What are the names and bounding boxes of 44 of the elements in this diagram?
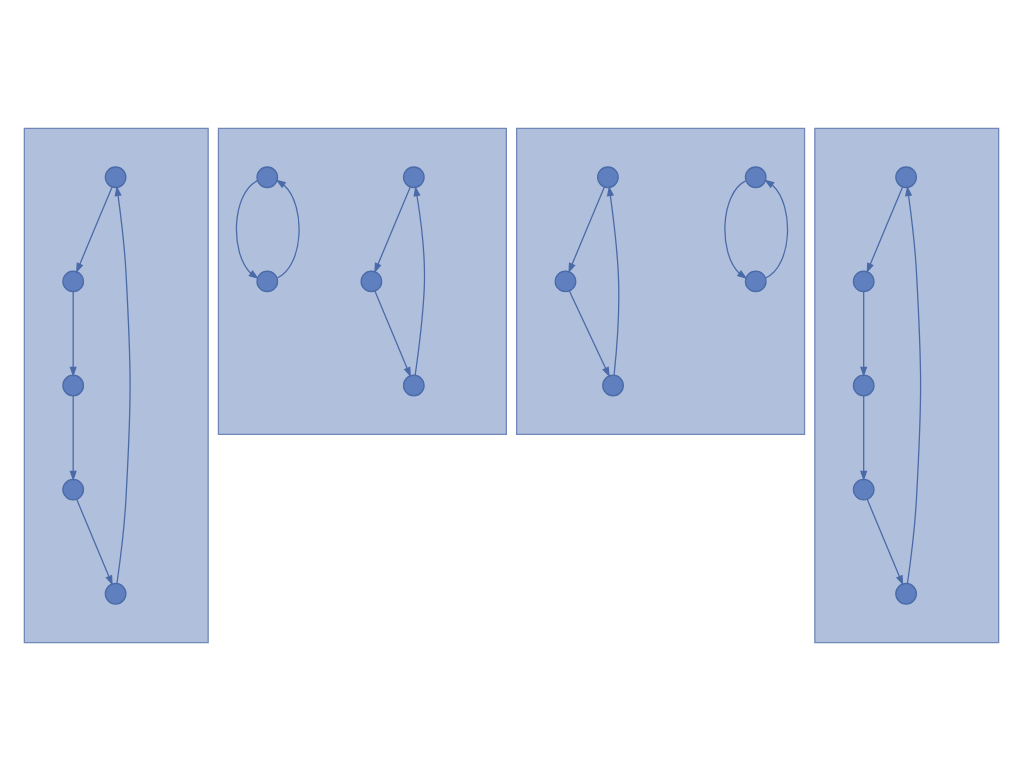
arrow [235, 180, 259, 279]
arrow [275, 179, 300, 279]
arrow [76, 186, 113, 274]
node-circle [852, 374, 875, 397]
arrow [114, 185, 131, 584]
arrow [413, 186, 426, 376]
node-circle [602, 374, 624, 397]
arrow [866, 186, 904, 274]
node-circle [596, 166, 619, 189]
cluster [23, 127, 209, 644]
node-circle [104, 166, 127, 189]
arrow [374, 186, 411, 274]
node-circle [104, 582, 127, 605]
arrow [69, 395, 77, 482]
arrow [860, 291, 868, 378]
arrow [606, 185, 620, 376]
node-circle [852, 478, 875, 501]
cluster [516, 127, 806, 435]
node-circle [256, 166, 279, 189]
arrow [905, 185, 922, 584]
node-circle [62, 270, 85, 293]
arrow [860, 395, 868, 482]
arrow [568, 290, 610, 378]
node-circle [62, 478, 85, 501]
node-circle [554, 270, 577, 293]
arrow [76, 498, 113, 586]
arrow [866, 498, 904, 586]
arrow [69, 291, 77, 378]
node-circle [895, 582, 918, 605]
arrow [374, 290, 411, 378]
node-circle [256, 270, 279, 293]
node-circle [402, 374, 425, 397]
node-circle [852, 270, 875, 293]
cluster [814, 127, 1000, 644]
node-circle [895, 166, 918, 189]
node-circle [744, 270, 767, 293]
cluster [217, 127, 507, 435]
arrow [724, 180, 748, 279]
arrow [764, 179, 789, 279]
node-circle [402, 166, 425, 189]
node-circle [744, 166, 767, 189]
arrow [568, 186, 605, 274]
node-circle [62, 374, 85, 397]
node-circle [360, 270, 383, 293]
